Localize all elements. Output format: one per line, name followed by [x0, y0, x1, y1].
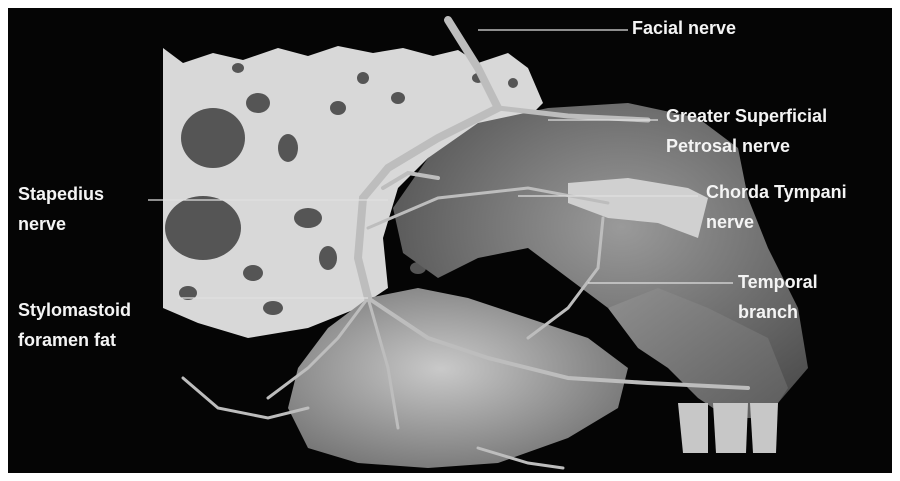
label-facial-nerve: Facial nerve — [632, 16, 736, 40]
facial-nerve-illustration — [8, 8, 892, 473]
label-stylomastoid-foramen-fat-line2: foramen fat — [18, 328, 116, 352]
label-chorda-tympani-nerve-line1: Chorda Tympani — [706, 180, 847, 204]
label-temporal-branch-line2: branch — [738, 300, 798, 324]
label-stapedius-nerve-line1: Stapedius — [18, 182, 104, 206]
teeth — [678, 403, 778, 453]
label-stapedius-nerve-line2: nerve — [18, 212, 66, 236]
label-chorda-tympani-nerve-line2: nerve — [706, 210, 754, 234]
label-greater-superficial-petrosal-nerve-line2: Petrosal nerve — [666, 134, 790, 158]
label-stylomastoid-foramen-fat-line1: Stylomastoid — [18, 298, 131, 322]
label-greater-superficial-petrosal-nerve-line1: Greater Superficial — [666, 104, 827, 128]
anatomy-figure: Facial nerve Greater Superficial Petrosa… — [8, 8, 892, 473]
label-temporal-branch-line1: Temporal — [738, 270, 818, 294]
